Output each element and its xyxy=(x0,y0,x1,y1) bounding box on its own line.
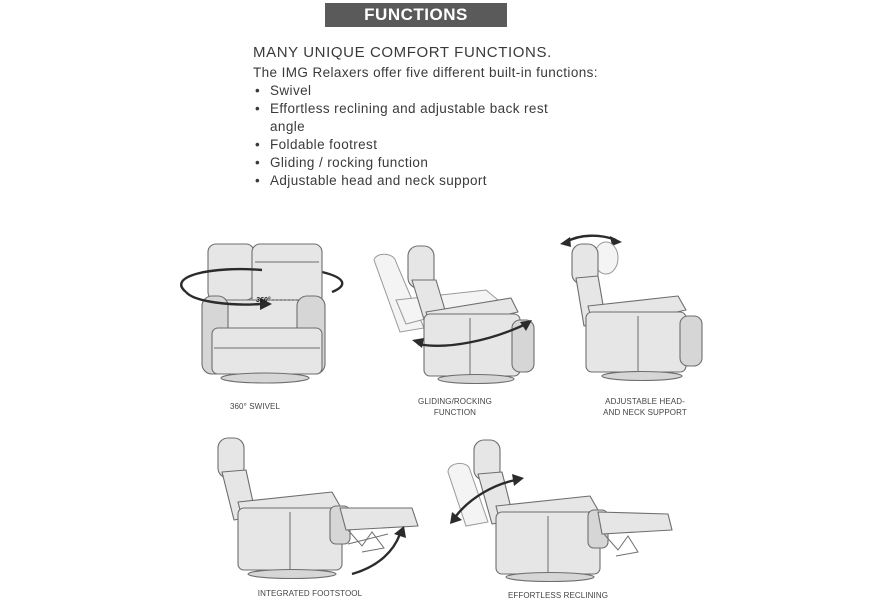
footstool-illustration xyxy=(212,434,422,589)
function-item-gliding: Gliding / rocking function xyxy=(253,154,603,172)
intro-heading: MANY UNIQUE COMFORT FUNCTIONS. xyxy=(253,44,552,61)
gliding-chair-image xyxy=(373,245,535,385)
swivel-caption: 360° SWIVEL xyxy=(229,402,281,411)
reclining-illustration xyxy=(440,436,680,591)
intro-text: The IMG Relaxers offer five different bu… xyxy=(253,65,598,80)
headrest-caption-line1: ADJUSTABLE HEAD- xyxy=(605,397,685,406)
headrest-illustration xyxy=(560,228,705,393)
function-list: Swivel Effortless reclining and adjustab… xyxy=(253,82,603,190)
intro-section: MANY UNIQUE COMFORT FUNCTIONS. The IMG R… xyxy=(253,44,603,190)
reclining-caption: EFFORTLESS RECLINING xyxy=(507,591,609,600)
gliding-caption: GLIDING/ROCKING FUNCTION xyxy=(400,396,510,418)
gliding-illustration xyxy=(366,240,541,390)
swivel-illustration: 360° xyxy=(172,240,352,390)
function-item-swivel: Swivel xyxy=(253,82,603,100)
gliding-caption-line2: FUNCTION xyxy=(433,408,477,417)
function-item-headrest: Adjustable head and neck support xyxy=(253,172,603,190)
headrest-caption: ADJUSTABLE HEAD- AND NECK SUPPORT xyxy=(585,396,705,418)
headrest-caption-line2: AND NECK SUPPORT xyxy=(603,408,687,417)
swivel-chair-image: 360° xyxy=(180,243,344,384)
headrest-chair-image xyxy=(560,234,703,382)
functions-header: FUNCTIONS xyxy=(325,3,507,27)
function-item-footrest: Foldable footrest xyxy=(253,136,603,154)
footstool-chair-image xyxy=(217,437,419,580)
swivel-badge: 360° xyxy=(256,296,271,304)
function-item-reclining: Effortless reclining and adjustable back… xyxy=(253,100,560,136)
footstool-caption: INTEGRATED FOOTSTOOL xyxy=(257,589,363,598)
reclining-chair-image xyxy=(447,439,673,583)
gliding-caption-line1: GLIDING/ROCKING xyxy=(418,397,492,406)
